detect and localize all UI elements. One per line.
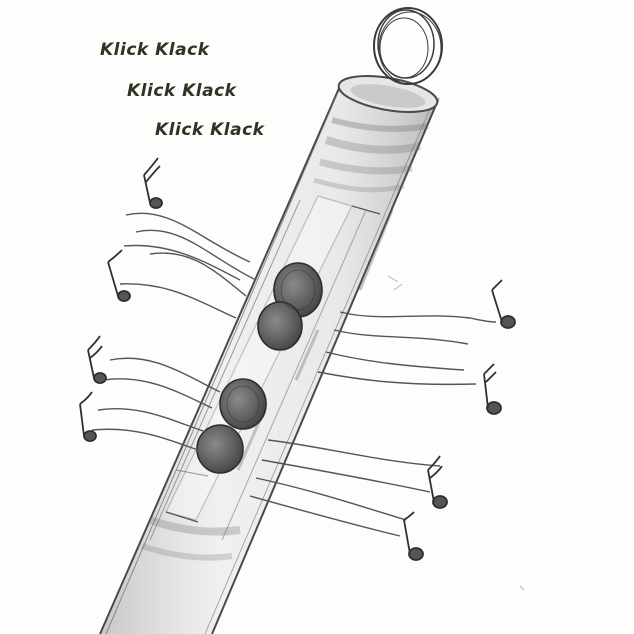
music-note-icon (79, 391, 97, 442)
seed (196, 424, 244, 474)
music-notes (79, 157, 516, 561)
tube (99, 75, 440, 634)
music-note-icon (143, 157, 163, 209)
seeds (196, 262, 323, 474)
seed (257, 301, 303, 351)
music-note-icon (107, 249, 131, 302)
sound-effect-text: Klick Klack (100, 40, 210, 60)
sound-effect-text: Klick Klack (127, 81, 237, 101)
music-note-icon (427, 455, 448, 509)
music-note-icon (87, 335, 107, 384)
music-note-icon (491, 279, 516, 329)
sound-waves-right (249, 311, 497, 537)
music-note-icon (403, 511, 424, 561)
stray-marks (387, 275, 525, 591)
music-note-icon (483, 363, 502, 415)
sound-effect-text: Klick Klack (155, 120, 265, 140)
hanging-loop (373, 7, 443, 85)
sound-waves-left (91, 212, 257, 451)
